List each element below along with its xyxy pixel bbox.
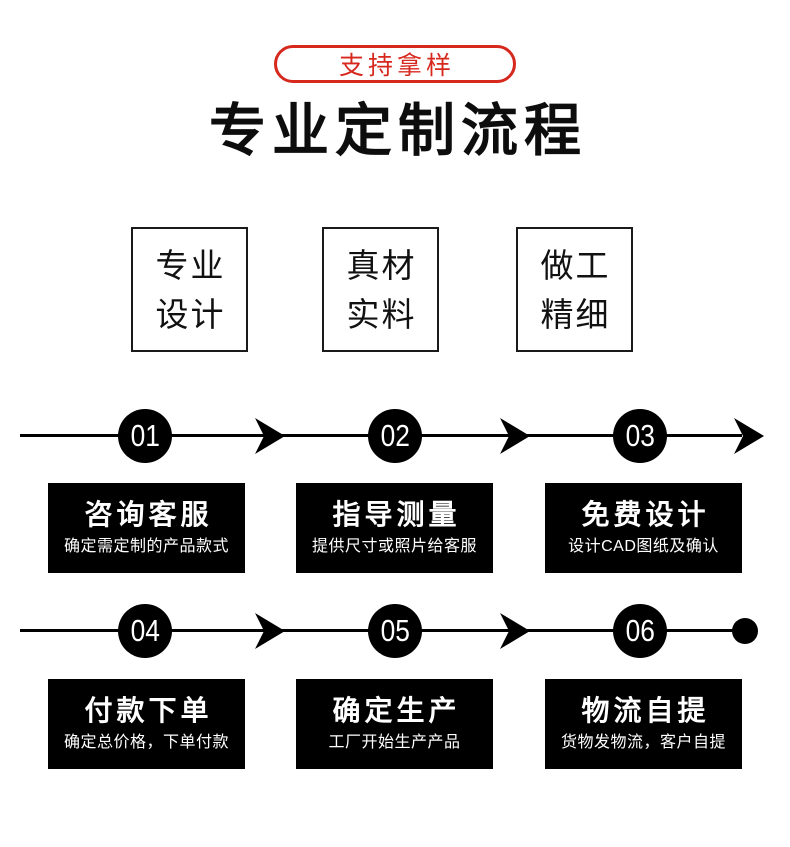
- step-card-title: 指导测量: [332, 498, 461, 530]
- step-card-desc: 确定需定制的产品款式: [63, 537, 229, 555]
- step-number-circle-01: 01: [118, 409, 172, 463]
- step-card-title: 咨询客服: [84, 498, 213, 530]
- step-number: 01: [130, 418, 160, 453]
- step-card-title: 物流自提: [581, 694, 710, 726]
- sample-support-badge-label: 支持拿样: [338, 52, 455, 80]
- sample-support-badge: 支持拿样: [274, 45, 516, 83]
- step-number: 03: [625, 418, 655, 453]
- step-number-circle-02: 02: [368, 409, 422, 463]
- feature-box-design: 专业 设计: [131, 227, 248, 352]
- step-card-title: 付款下单: [84, 694, 213, 726]
- feature-line: 实料: [346, 295, 417, 333]
- feature-line: 做工: [540, 246, 611, 284]
- step-number: 02: [380, 418, 410, 453]
- step-card-desc: 确定总价格，下单付款: [63, 733, 229, 751]
- step-number-circle-05: 05: [368, 604, 422, 658]
- step-number: 06: [625, 613, 655, 648]
- step-card-desc: 设计CAD图纸及确认: [568, 537, 719, 555]
- feature-box-workmanship: 做工 精细: [516, 227, 633, 352]
- page-title: 专业定制流程: [209, 99, 587, 163]
- step-card-logistics: 物流自提 货物发物流，客户自提: [545, 679, 742, 769]
- step-card-free-design: 免费设计 设计CAD图纸及确认: [545, 483, 742, 573]
- step-card-title: 确定生产: [332, 694, 461, 726]
- step-card-consult: 咨询客服 确定需定制的产品款式: [48, 483, 245, 573]
- feature-line: 专业: [155, 246, 226, 284]
- step-card-payment: 付款下单 确定总价格，下单付款: [48, 679, 245, 769]
- step-number: 05: [380, 613, 410, 648]
- feature-box-material: 真材 实料: [322, 227, 439, 352]
- step-card-desc: 提供尺寸或照片给客服: [311, 537, 477, 555]
- step-card-measure: 指导测量 提供尺寸或照片给客服: [296, 483, 493, 573]
- feature-line: 精细: [540, 295, 611, 333]
- step-card-desc: 工厂开始生产产品: [328, 733, 461, 751]
- step-card-desc: 货物发物流，客户自提: [560, 733, 726, 751]
- timeline-row-2: 04 05 06: [0, 601, 790, 661]
- timeline-row-1: 01 02 03: [0, 406, 790, 466]
- timeline-end-dot: [732, 618, 758, 644]
- step-number: 04: [130, 613, 160, 648]
- step-card-production: 确定生产 工厂开始生产产品: [296, 679, 493, 769]
- step-number-circle-03: 03: [613, 409, 667, 463]
- step-card-title: 免费设计: [581, 498, 710, 530]
- feature-line: 真材: [346, 246, 417, 284]
- feature-line: 设计: [155, 295, 226, 333]
- step-number-circle-04: 04: [118, 604, 172, 658]
- step-number-circle-06: 06: [613, 604, 667, 658]
